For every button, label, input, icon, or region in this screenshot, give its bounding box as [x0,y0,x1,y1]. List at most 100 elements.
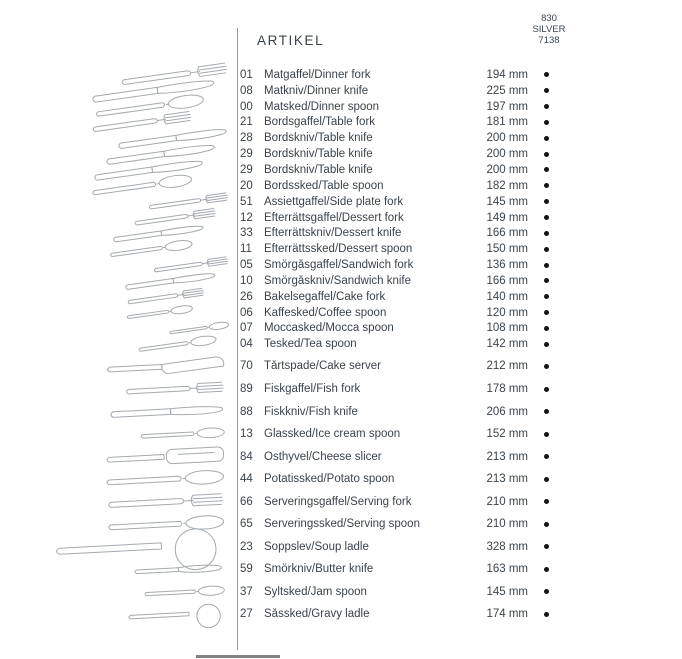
series-header: 830 SILVER 7138 [517,13,581,46]
article-size: 149 mm [486,211,528,224]
article-size: 150 mm [486,243,528,256]
article-code: 51 [240,195,253,208]
article-size: 197 mm [486,100,528,113]
availability-column [528,230,564,236]
article-name: Efterrättsgaffel/Dessert fork [264,211,404,224]
fork-drawing [134,207,217,228]
article-code: 28 [240,132,253,145]
article-code: 37 [240,585,253,598]
availability-column [528,215,564,221]
article-size: 212 mm [486,360,528,373]
article-code: 21 [240,116,253,129]
availability-dot [543,611,549,617]
availability-column [528,499,564,505]
article-size: 200 mm [486,163,528,176]
availability-column [528,409,564,415]
availability-dot [543,119,549,125]
knife-drawing [105,143,216,167]
article-size: 136 mm [486,259,528,272]
availability-column [528,454,564,460]
fork-drawing [125,381,224,397]
article-name: Matkniv/Dinner knife [264,84,369,97]
availability-column [528,278,564,284]
article-name: Syltsked/Jam spoon [264,585,367,598]
availability-dot [543,72,549,78]
availability-column [528,104,564,110]
article-code: 10 [240,274,253,287]
availability-column [528,363,564,369]
article-code: 23 [240,540,253,553]
availability-dot [543,246,549,252]
spoon-drawing [109,238,194,261]
availability-column [528,72,564,78]
spoon-drawing [91,172,193,200]
article-name: Potatissked/Potato spoon [264,473,395,486]
article-name: Assiettgaffel/Side plate fork [264,195,404,208]
article-code: 20 [240,179,253,192]
series-header-line1: 830 [541,13,557,24]
spoon-drawing [107,514,225,535]
article-name: Bordskniv/Table knife [264,163,373,176]
availability-dot [543,151,549,157]
availability-column [528,294,564,300]
article-size: 166 mm [486,227,528,240]
availability-column [528,476,564,482]
availability-dot [543,341,549,347]
availability-column [528,151,564,157]
availability-dot [543,386,549,392]
slicer-drawing [106,446,225,468]
article-name: Tårtspade/Cake server [264,360,381,373]
article-name: Bordsgaffel/Table fork [264,116,376,129]
availability-dot [543,199,549,205]
availability-column [528,521,564,527]
article-size: 328 mm [486,540,528,553]
availability-column [528,262,564,268]
availability-column [528,544,564,550]
article-code: 29 [240,148,253,161]
article-code: 01 [240,68,253,81]
article-size: 142 mm [486,338,528,351]
article-code: 08 [240,84,253,97]
article-name: Såssked/Gravy ladle [264,608,370,621]
knife-drawing [91,78,216,105]
article-code: 00 [240,100,253,113]
article-size: 206 mm [486,405,528,418]
article-code: 44 [240,473,253,486]
availability-dot [543,499,549,505]
availability-dot [543,566,549,572]
availability-dot [543,183,549,189]
article-code: 84 [240,450,253,463]
availability-dot [543,454,549,460]
article-code: 04 [240,338,253,351]
article-name: Kaffesked/Coffee spoon [264,306,387,319]
availability-dot [543,431,549,437]
availability-dot [543,215,549,221]
article-name: Moccasked/Mocca spoon [264,322,394,335]
article-size: 181 mm [486,116,528,129]
article-size: 213 mm [486,450,528,463]
article-size: 210 mm [486,495,528,508]
article-code: 88 [240,405,253,418]
fork-drawing [153,256,229,275]
